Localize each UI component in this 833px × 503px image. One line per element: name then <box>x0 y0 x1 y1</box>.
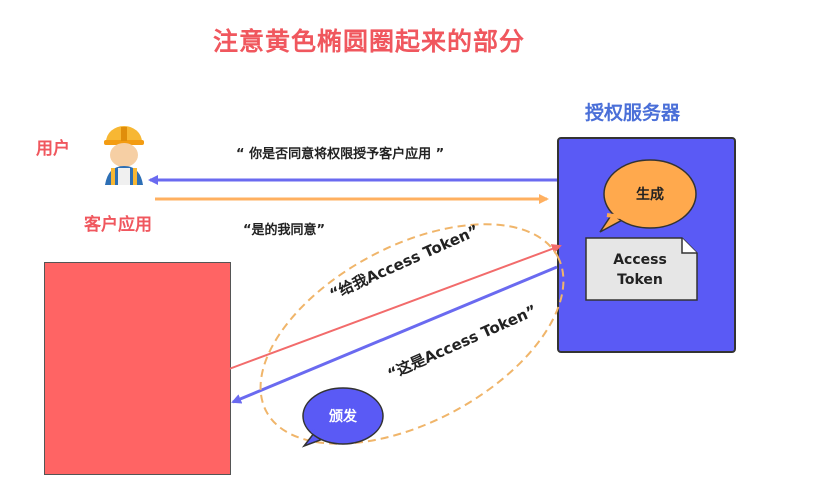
generate-bubble-text: 生成 <box>636 186 664 203</box>
token-doc-line2: Token <box>617 272 663 288</box>
issue-bubble: 颁发 <box>301 387 384 448</box>
consent-request-message: “ 你是否同意将权限授予客户应用 ” <box>236 147 445 162</box>
auth-server-label: 授权服务器 <box>585 102 681 124</box>
generate-bubble: 生成 <box>599 159 697 233</box>
consent-reply-message: “是的我同意” <box>243 223 326 238</box>
user-label: 用户 <box>36 139 70 159</box>
page-title: 注意黄色椭圆圈起来的部分 <box>213 27 526 56</box>
worker-helmet-icon <box>104 126 144 185</box>
access-token-document: Access Token <box>585 237 698 301</box>
highlight-ellipse <box>259 223 565 445</box>
token-doc-line1: Access <box>613 252 667 268</box>
client-app-box <box>44 262 231 475</box>
token-response-arrow <box>231 265 558 404</box>
client-app-label: 客户应用 <box>84 215 152 235</box>
token-request-arrow <box>228 244 562 370</box>
issue-bubble-text: 颁发 <box>329 408 358 425</box>
